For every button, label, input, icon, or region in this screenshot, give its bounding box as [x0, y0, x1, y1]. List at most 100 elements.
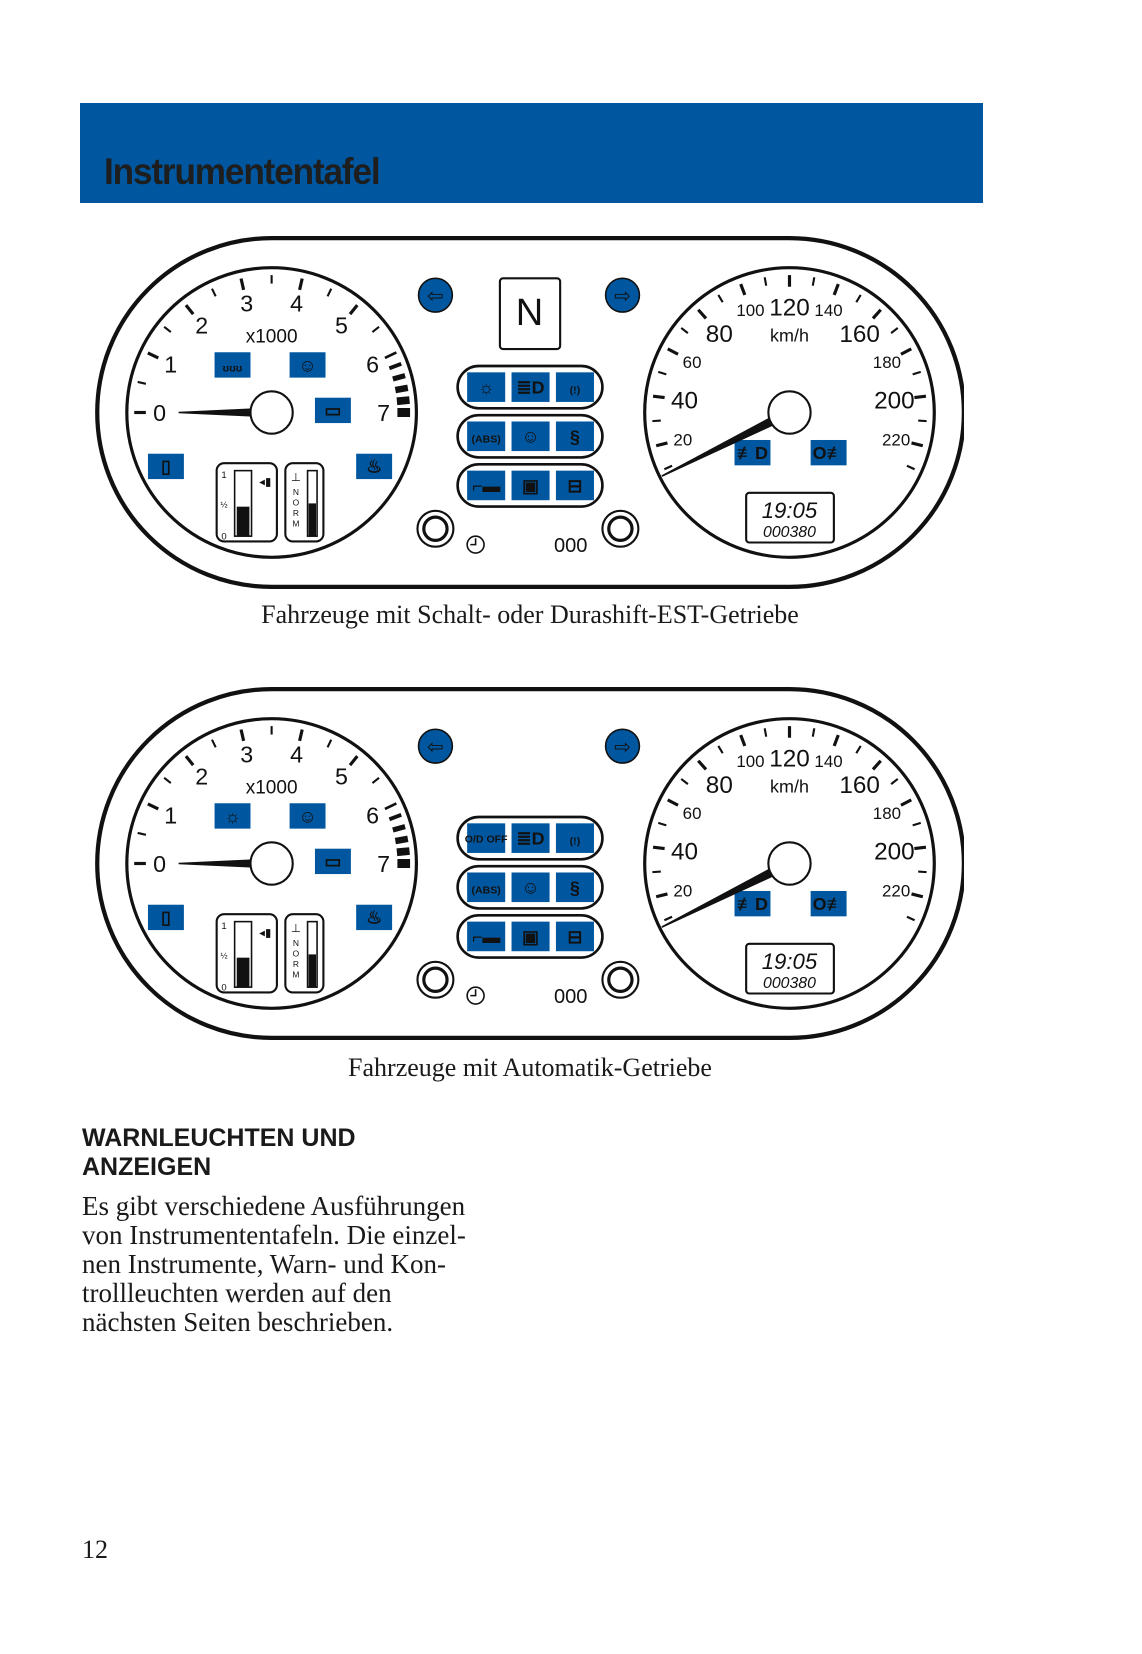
speedo-label: 60: [683, 804, 702, 823]
speedo-tick: [912, 821, 922, 827]
tach-tick: [298, 278, 304, 291]
main-beam-icon: ≣D: [511, 823, 550, 853]
fuel-gauge: 1½0◂▮: [215, 913, 278, 994]
speedo-tick: [697, 308, 708, 320]
seatbelt-icon: ☺: [289, 352, 326, 378]
fuel-pump-icon: ◂▮: [259, 475, 271, 488]
speedo-tick: [655, 892, 668, 899]
tach-tick: [348, 755, 359, 767]
speedo-unit: km/h: [770, 777, 809, 797]
fuel-gauge-label: 0: [221, 531, 226, 542]
speedo-label: 60: [683, 353, 702, 372]
svg-text:▣: ▣: [522, 927, 539, 947]
svg-text:(!): (!): [570, 384, 581, 396]
tach-label: 2: [195, 763, 208, 789]
trip-counter-label: 000: [554, 535, 588, 557]
speedo-label: 20: [673, 430, 692, 449]
speedo-tick: [739, 734, 747, 747]
speedo-tick: [855, 294, 862, 303]
tach-redzone-tick: [392, 824, 406, 833]
tach-tick: [137, 831, 147, 836]
tach-tick: [147, 802, 159, 811]
tach-redzone-tick: [392, 373, 406, 382]
body-line: nächsten Seiten beschrieben.: [82, 1307, 394, 1337]
gear-indicator: N: [498, 277, 562, 351]
temp-norm-letter: M: [292, 970, 299, 980]
speedo-tick: [832, 283, 840, 296]
tach-tick: [211, 288, 217, 297]
brake-warning-icon: (!): [555, 372, 594, 402]
traction-control-icon: §: [555, 421, 594, 452]
svg-text:⊟: ⊟: [567, 476, 582, 496]
clock-adjust-knob[interactable]: [416, 960, 455, 999]
tach-tick: [348, 304, 359, 316]
svg-text:⇨: ⇨: [614, 286, 631, 308]
svg-text:⌐▬: ⌐▬: [472, 927, 500, 947]
lcd-odometer: 000380: [763, 975, 816, 992]
tach-redzone-tick: [384, 351, 397, 360]
tach-redzone-tick: [388, 362, 402, 371]
seatbelt-icon: ☺: [289, 803, 326, 829]
svg-text:O≢: O≢: [813, 894, 845, 914]
temp-norm-letter: M: [292, 519, 299, 529]
body-line: Es gibt verschiedene Ausführungen: [82, 1191, 466, 1221]
svg-text:≣D: ≣D: [517, 377, 545, 397]
svg-text:⇨: ⇨: [614, 737, 631, 759]
od-off-icon: O/D OFF: [465, 823, 508, 853]
trip-reset-knob[interactable]: [601, 509, 640, 548]
page-number: 12: [82, 1535, 108, 1564]
speedo-tick: [811, 277, 816, 286]
figure-caption: Fahrzeuge mit Schalt- oder Durashift-EST…: [261, 600, 799, 629]
speedo-label: 40: [671, 838, 698, 865]
temp-norm-letter: N: [293, 938, 299, 948]
tach-unit: x1000: [246, 778, 298, 799]
speedo-tick: [900, 347, 912, 356]
tach-tick: [184, 755, 195, 767]
temp-norm-letter: O: [293, 949, 300, 959]
speedo-unit: km/h: [770, 326, 809, 346]
lcd-odometer: 000380: [763, 524, 816, 541]
speedo-tick: [763, 277, 768, 286]
tach-tick: [239, 729, 246, 742]
svg-text:⇦: ⇦: [427, 737, 444, 759]
tach-unit: x1000: [246, 327, 298, 348]
fuel-gauge: 1½0◂▮: [215, 462, 278, 543]
abs-icon: (ABS): [467, 872, 506, 903]
trip-counter-label: 000: [554, 986, 588, 1008]
clock-adjust-knob[interactable]: [416, 509, 455, 548]
speedo-tick: [914, 394, 927, 400]
svg-text:O≢: O≢: [813, 443, 845, 463]
speedo-tick: [871, 759, 882, 771]
speedo-tick: [918, 870, 927, 874]
svg-text:▯: ▯: [161, 457, 171, 477]
front-fog-icon: ≢D: [734, 890, 771, 917]
speedo-label: 80: [706, 321, 733, 348]
coolant-temp-icon: ♨: [356, 904, 393, 931]
svg-text:▣: ▣: [522, 476, 539, 496]
temp-level-bar: [308, 954, 317, 988]
svg-text:⌐▬: ⌐▬: [472, 476, 500, 496]
front-fog-icon: ≢D: [734, 439, 771, 466]
center-panel: ⇦⇨O/D OFF≣D(!)(ABS)☺§⌐▬▣⊟000: [416, 728, 641, 1008]
tach-label: 3: [240, 742, 253, 768]
temp-norm-letter: O: [293, 498, 300, 508]
coolant-temp-icon: ♨: [356, 453, 393, 480]
tach-redzone-tick: [394, 384, 409, 394]
speedo-tick: [663, 464, 673, 471]
door-open-icon: ▣: [511, 470, 550, 501]
tach-label: 7: [377, 851, 390, 877]
trip-reset-knob[interactable]: [601, 960, 640, 999]
clock-icon: [466, 535, 485, 554]
speedo-tick: [855, 745, 862, 754]
speedo-tick: [680, 327, 689, 334]
tach-label: 1: [164, 351, 177, 377]
chapter-title: Instrumententafel: [104, 151, 381, 192]
svg-text:☺: ☺: [521, 878, 539, 898]
right-turn-indicator-icon: ⇨: [604, 277, 641, 313]
rear-fog-icon: O≢: [810, 890, 847, 917]
section-heading: WARNLEUCHTEN UND ANZEIGEN: [82, 1124, 356, 1182]
tach-label: 4: [290, 291, 303, 317]
